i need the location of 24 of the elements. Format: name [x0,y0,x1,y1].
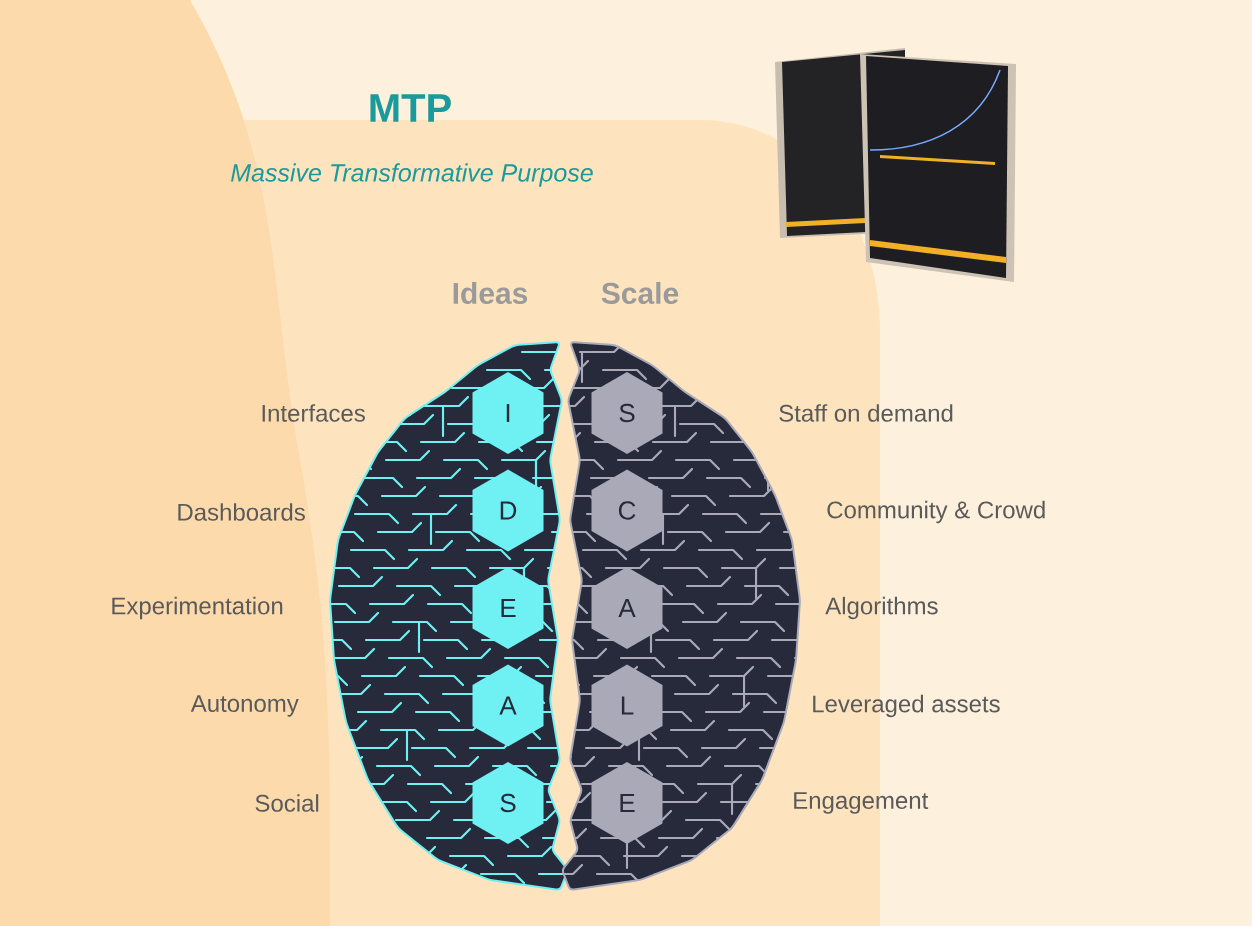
side-label: Interfaces [262,404,365,422]
hexagon: L [591,664,663,747]
title: MTP [370,94,451,122]
side-label: Algorithms [825,596,938,620]
hexagon: S [472,762,544,844]
hexagon: S [591,372,663,454]
side-label: Community & Crowd [827,500,1045,524]
heading: Ideas [453,282,528,304]
side-label: Dashboards [178,503,305,521]
side-label: Experimentation [112,596,283,620]
hexagon: D [472,469,544,552]
side-label: Social [255,794,319,812]
heading: Scale [601,282,679,304]
side-label: Autonomy [190,695,299,717]
hexagon: C [591,469,663,552]
hexagon: A [591,567,663,649]
hexagon: E [472,567,544,649]
side-label: Engagement [794,792,929,814]
hexagon: E [591,762,663,844]
hexagon: A [472,664,544,747]
hexagon: I [472,372,544,454]
subtitle: Massive Transformative Purpose [231,163,593,187]
side-label: Staff on demand [779,404,953,422]
side-label: Leveraged assets [813,694,1000,718]
